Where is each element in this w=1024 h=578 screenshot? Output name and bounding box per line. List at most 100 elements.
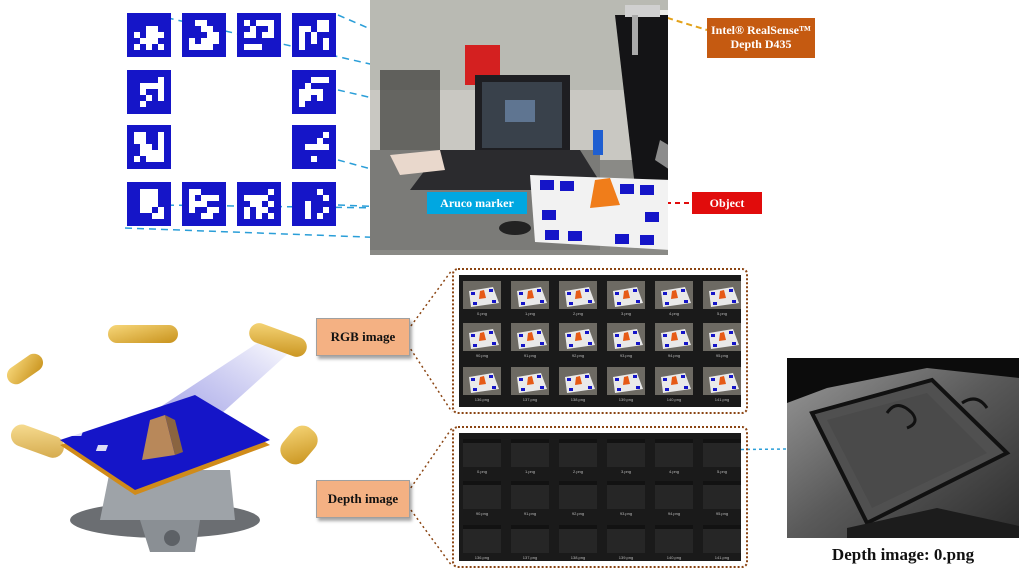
marker-cell: [134, 156, 140, 162]
rgb-thumbnail: [655, 367, 693, 395]
marker-cell: [317, 95, 323, 101]
marker-cell: [311, 77, 317, 83]
marker-cell: [146, 26, 152, 32]
marker-cell: [256, 213, 262, 219]
depth-thumbnail: [559, 481, 597, 509]
depth-thumbnail: [703, 481, 741, 509]
marker-cell: [268, 26, 274, 32]
thumbnail-label: 90.png: [475, 511, 489, 516]
marker-cell: [146, 32, 152, 38]
object-label: Object: [692, 192, 762, 214]
depth-thumbnail: [655, 481, 693, 509]
rgb-thumbnail: [463, 281, 501, 309]
marker-cell: [311, 89, 317, 95]
marker-cell: [207, 26, 213, 32]
depth-thumbnail: [559, 525, 597, 553]
marker-cell: [207, 207, 213, 213]
thumbnail-label: 1.png: [524, 311, 535, 316]
marker-cell: [299, 101, 305, 107]
marker-cell: [244, 20, 250, 26]
marker-cell: [152, 38, 158, 44]
marker-cell: [134, 138, 140, 144]
aruco-marker-tile: [182, 182, 226, 226]
marker-cell: [305, 95, 311, 101]
marker-cell: [207, 32, 213, 38]
rgb-thumbnail: [463, 323, 501, 351]
aruco-marker-tile: [127, 125, 171, 169]
thumbnail-label: 137.png: [522, 397, 538, 402]
marker-cell: [158, 138, 164, 144]
marker-cell: [146, 207, 152, 213]
aruco-marker-tile: [292, 182, 336, 226]
marker-cell: [317, 89, 323, 95]
marker-cell: [140, 150, 146, 156]
thumbnail-label: 141.png: [714, 397, 730, 402]
marker-cell: [152, 150, 158, 156]
marker-cell: [158, 150, 164, 156]
marker-cell: [311, 38, 317, 44]
rgb-thumbnail: [559, 367, 597, 395]
rgb-thumbnail: [703, 281, 741, 309]
marker-cell: [244, 44, 250, 50]
marker-cell: [323, 26, 329, 32]
marker-cell: [201, 26, 207, 32]
marker-cell: [140, 189, 146, 195]
thumbnail-label: 93.png: [619, 353, 633, 358]
marker-cell: [268, 32, 274, 38]
thumbnail-label: 93.png: [619, 511, 633, 516]
depth-thumbnail: [703, 525, 741, 553]
marker-cell: [146, 144, 152, 150]
thumbnail-label: 136.png: [474, 397, 490, 402]
aruco-marker-tile: [292, 70, 336, 114]
marker-cell: [305, 213, 311, 219]
marker-cell: [158, 144, 164, 150]
marker-cell: [262, 32, 268, 38]
marker-cell: [256, 207, 262, 213]
marker-cell: [146, 195, 152, 201]
depth-thumbnail: [463, 525, 501, 553]
aruco-marker-tile: [127, 13, 171, 57]
marker-cell: [317, 189, 323, 195]
marker-cell: [317, 77, 323, 83]
thumbnail-label: 95.png: [715, 511, 729, 516]
depth-thumbnail: [559, 439, 597, 467]
depth-image-caption: Depth image: 0.png: [831, 545, 975, 564]
marker-cell: [305, 207, 311, 213]
marker-cell: [140, 138, 146, 144]
marker-cell: [195, 20, 201, 26]
marker-cell: [323, 44, 329, 50]
capture-stage-illustration: [0, 290, 335, 573]
marker-cell: [311, 32, 317, 38]
marker-cell: [140, 144, 146, 150]
marker-cell: [201, 195, 207, 201]
marker-cell: [152, 32, 158, 38]
marker-cell: [158, 207, 164, 213]
marker-cell: [146, 150, 152, 156]
marker-cell: [134, 132, 140, 138]
marker-cell: [189, 38, 195, 44]
marker-cell: [201, 38, 207, 44]
realsense-label: Intel® RealSense™ Depth D435: [707, 18, 815, 58]
aruco-marker-tile: [292, 13, 336, 57]
marker-cell: [305, 144, 311, 150]
thumbnail-label: 92.png: [571, 511, 585, 516]
marker-cell: [158, 213, 164, 219]
marker-cell: [158, 132, 164, 138]
marker-cell: [207, 213, 213, 219]
marker-cell: [262, 20, 268, 26]
marker-cell: [256, 20, 262, 26]
marker-cell: [323, 195, 329, 201]
thumbnail-label: 2.png: [572, 469, 583, 474]
thumbnail-label: 92.png: [571, 353, 585, 358]
marker-cell: [250, 201, 256, 207]
marker-cell: [244, 213, 250, 219]
marker-cell: [140, 83, 146, 89]
thumbnail-label: 1.png: [524, 469, 535, 474]
depth-image-preview: [787, 358, 1019, 538]
marker-cell: [256, 44, 262, 50]
thumbnail-label: 5.png: [716, 311, 727, 316]
rgb-thumbnail: [511, 323, 549, 351]
marker-cell: [189, 44, 195, 50]
